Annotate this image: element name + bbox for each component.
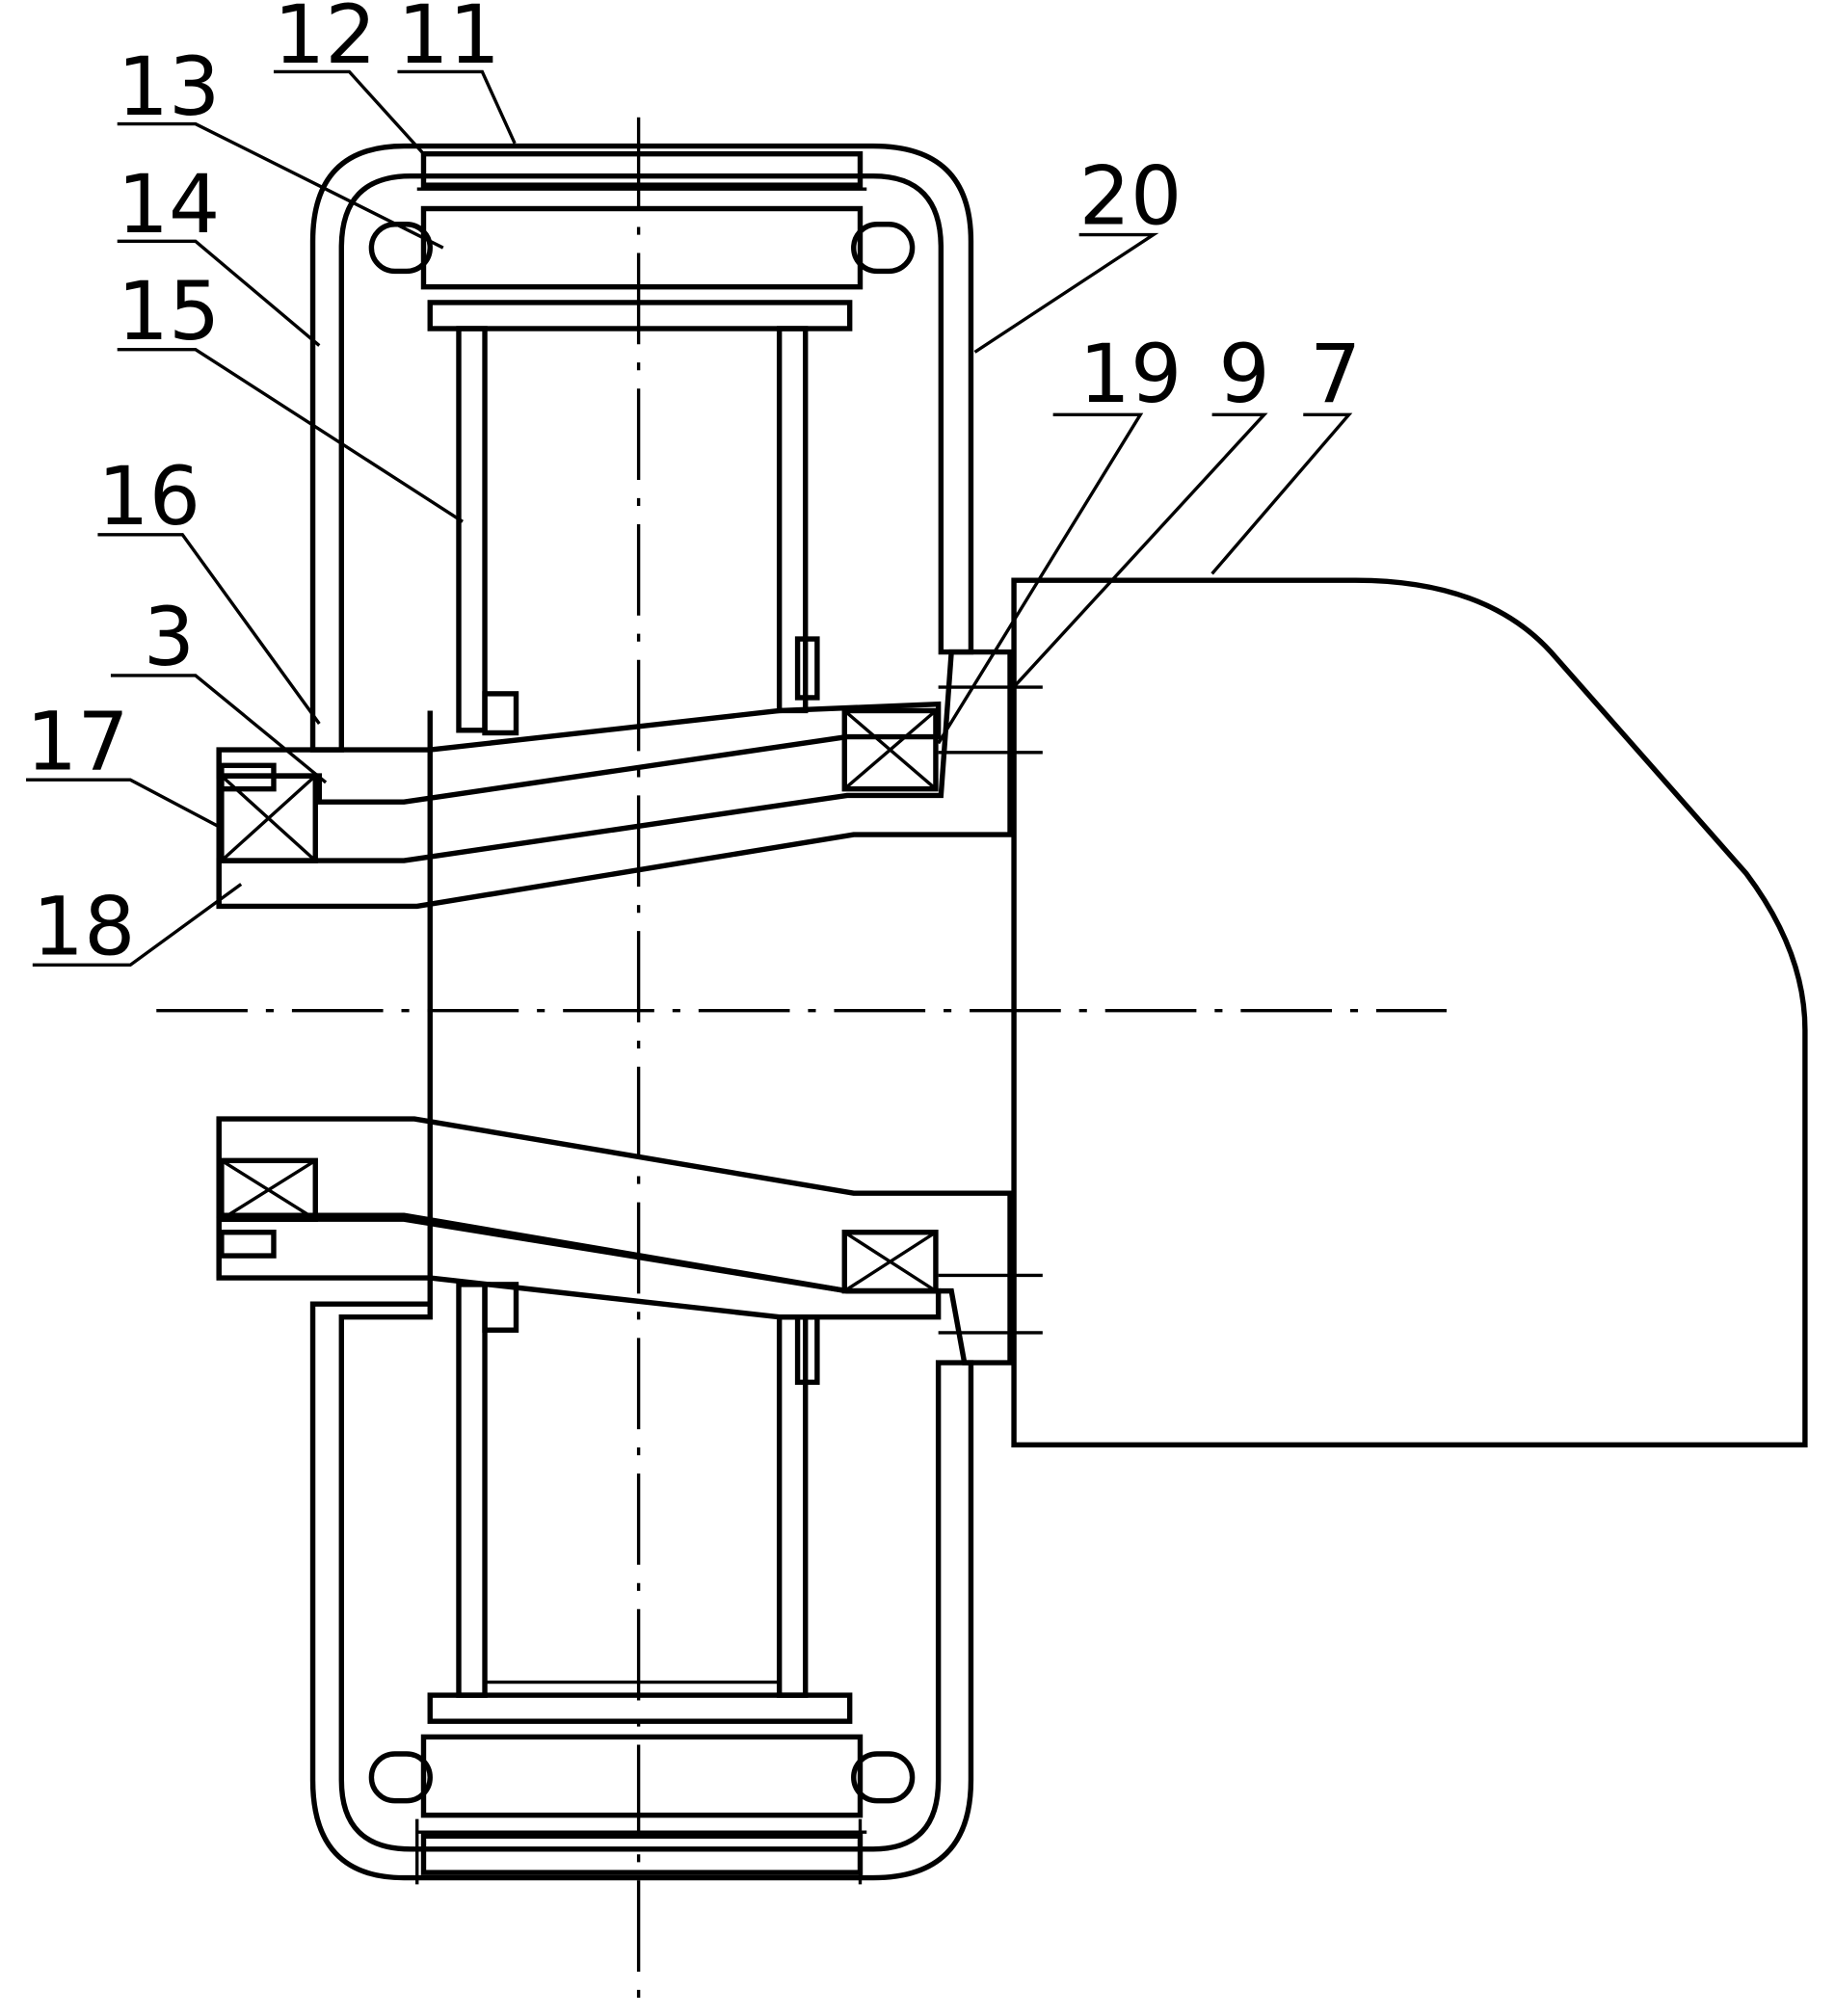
- label-11: 11: [397, 0, 500, 82]
- shaft-lower: [219, 1119, 1010, 1363]
- label-9: 9: [1218, 327, 1269, 421]
- label-13: 13: [118, 40, 221, 134]
- label-18: 18: [33, 879, 136, 973]
- shaft-upper: [219, 652, 1010, 907]
- label-7: 7: [1310, 327, 1361, 421]
- label-20: 20: [1079, 149, 1183, 244]
- label-15: 15: [118, 264, 221, 358]
- label-16: 16: [97, 449, 200, 544]
- label-14: 14: [118, 157, 221, 252]
- label-3: 3: [144, 590, 195, 684]
- label-19: 19: [1079, 327, 1183, 421]
- label-12: 12: [274, 0, 377, 82]
- motor-housing: [1014, 580, 1805, 1445]
- rim-bottom: [371, 1737, 912, 1884]
- label-17: 17: [26, 694, 129, 788]
